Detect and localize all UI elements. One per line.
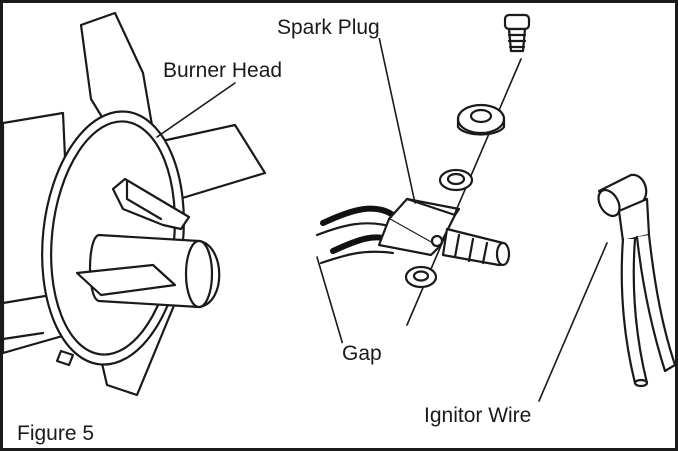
gap-label: Gap xyxy=(342,342,382,365)
electrode-wire-dark-upper xyxy=(320,205,396,226)
diagram-artwork xyxy=(3,11,675,402)
lower-washer xyxy=(404,265,438,289)
ignitor-wire-drawing xyxy=(597,173,675,388)
leader-lines xyxy=(156,36,608,402)
spark-plug-label: Spark Plug xyxy=(277,16,380,39)
screw xyxy=(503,13,531,53)
spark-plug-assembly xyxy=(315,13,531,326)
large-washer xyxy=(456,103,506,136)
burner-head-label: Burner Head xyxy=(163,59,283,82)
ignitor-wire-label: Ignitor Wire xyxy=(424,404,532,427)
electrode-wire-outline xyxy=(315,222,395,237)
upper-washer xyxy=(438,168,474,192)
figure-caption: Figure 5 xyxy=(17,422,95,445)
electrode-bracket xyxy=(111,177,191,231)
burner-flap xyxy=(75,263,177,297)
leader-spark-plug xyxy=(378,36,416,204)
leader-ignitor-wire xyxy=(538,242,608,402)
ignitor-wire-right xyxy=(635,233,675,373)
burner-head-drawing xyxy=(3,11,267,397)
leader-gap xyxy=(316,256,344,346)
leader-burner-head xyxy=(156,82,236,138)
